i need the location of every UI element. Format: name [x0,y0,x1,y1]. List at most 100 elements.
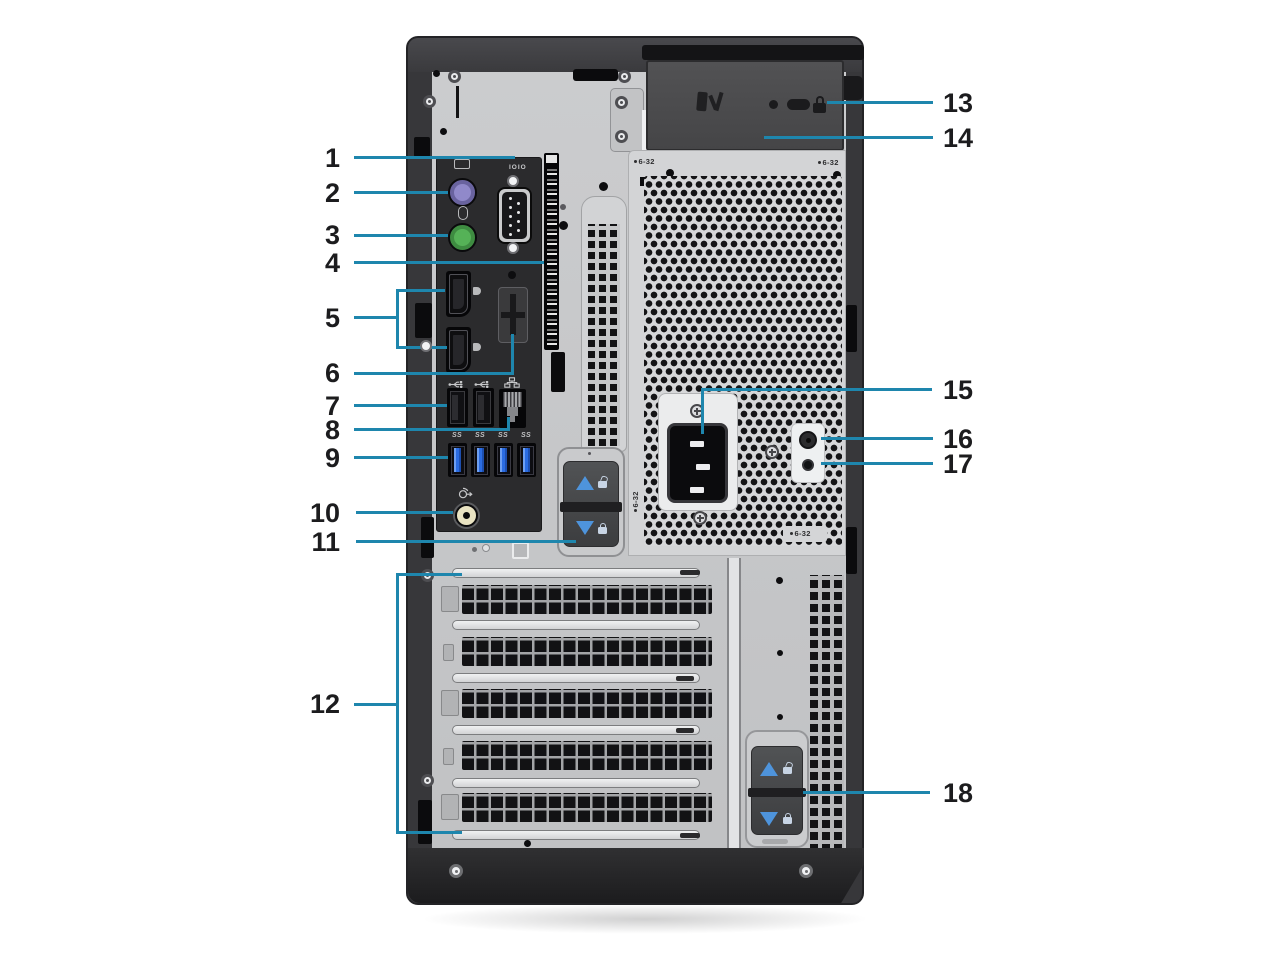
screw-hole [472,547,477,552]
slot-clip [443,748,454,765]
callout-number-18: 18 [943,778,974,808]
security-dot [769,100,778,109]
callout-line-16 [821,437,933,440]
unlock-arrow-icon [576,476,594,490]
callout-number-4: 4 [324,248,340,278]
usb3-port [471,443,490,477]
callout-number-6: 6 [324,358,340,388]
callout-line-5-bracket [396,289,399,349]
tower-base [408,848,864,903]
floor-shadow [420,904,870,934]
slot-filler [452,568,700,578]
callout-number-17: 17 [943,449,974,479]
slot-filler [452,725,700,735]
callout-number-3: 3 [324,220,340,250]
serial-port-pins [509,197,512,200]
callout-number-2: 2 [324,178,340,208]
usb-icon [448,376,465,389]
slot-filler [452,830,700,840]
callout-number-1: 1 [324,143,340,173]
phillips-screw [690,404,704,418]
phillips-screw [693,511,707,525]
latch-groove [748,788,806,797]
ethernet-port [499,389,526,428]
unlock-icon [783,767,792,774]
callout-line-13 [827,101,933,104]
psu-led [802,459,814,471]
callout-number-14: 14 [943,123,974,153]
usb3-label: SS [452,432,462,439]
slot-filler [452,673,700,683]
keyboard-icon [454,159,470,169]
mouse-icon [458,206,468,220]
cover-release-latch [646,60,844,151]
serial-port-label: IOIO [509,164,527,171]
ethernet-icon [504,375,520,388]
usb2-port [447,388,468,427]
screw-hole [440,128,447,135]
psu-diagnostics-button [799,431,817,449]
callout-line-15-drop [701,388,704,434]
screw-hole [777,714,783,720]
screw [799,864,813,878]
usb3-label: SS [498,432,508,439]
usb3-port [448,443,467,477]
callout-line-10 [356,511,453,514]
frame-vent-slot [414,137,430,157]
displayport-logo [473,343,481,351]
frame-vent-slot [846,305,857,352]
ps2-mouse-port [448,223,477,252]
callout-line-6-riser [511,334,514,375]
callout-line-14 [764,136,933,139]
screw [449,864,463,878]
callout-line-15 [701,388,932,391]
hinge-bar [642,110,648,152]
callout-line-11 [356,540,576,543]
screw-hole [524,840,531,847]
screw-hole [508,271,516,279]
line-out-icon [457,487,474,500]
callout-line-18 [803,791,930,794]
vent-slot [551,352,565,392]
callout-line-6 [354,372,514,375]
slot-clip [443,644,454,661]
slot-clip [441,690,459,716]
security-lock-slot [787,99,810,110]
callout-line-4 [354,261,544,264]
cover-rail [642,45,864,60]
screw-thread-label: 6-32 [634,157,655,166]
screw [615,96,628,109]
serial-screw [507,175,519,187]
cover-release-icon [696,91,729,113]
vent-tick [640,177,646,186]
callout-line-1 [354,156,515,159]
callout-line-12-bottom [396,831,462,834]
callout-line-2 [354,191,448,194]
seam-slot [456,86,459,118]
latch-dot [588,452,591,455]
psu-lower-vent [810,575,844,852]
expansion-slot-cover [462,793,712,822]
audio-line-out-port [455,504,478,527]
cover-hook [844,76,863,100]
power-connector [667,423,728,503]
expansion-slot-cover [462,741,712,770]
usb2-port [473,388,494,427]
callout-number-9: 9 [324,443,340,473]
screw-thread-label: 6-32 [818,158,839,167]
usb3-label: SS [475,432,485,439]
callout-line-5-top [396,289,445,292]
slot-tick [676,676,694,681]
callout-number-10: 10 [309,498,340,528]
lock-icon [783,812,792,824]
screw [448,70,461,83]
callout-line-8 [354,428,510,431]
serial-screw [507,242,519,254]
screw-hole [560,204,566,210]
callout-line-7 [354,404,447,407]
callout-line-12-bracket [396,573,399,834]
unlock-arrow-icon [760,762,778,776]
displayport-1 [446,271,471,317]
barcode [546,165,557,345]
